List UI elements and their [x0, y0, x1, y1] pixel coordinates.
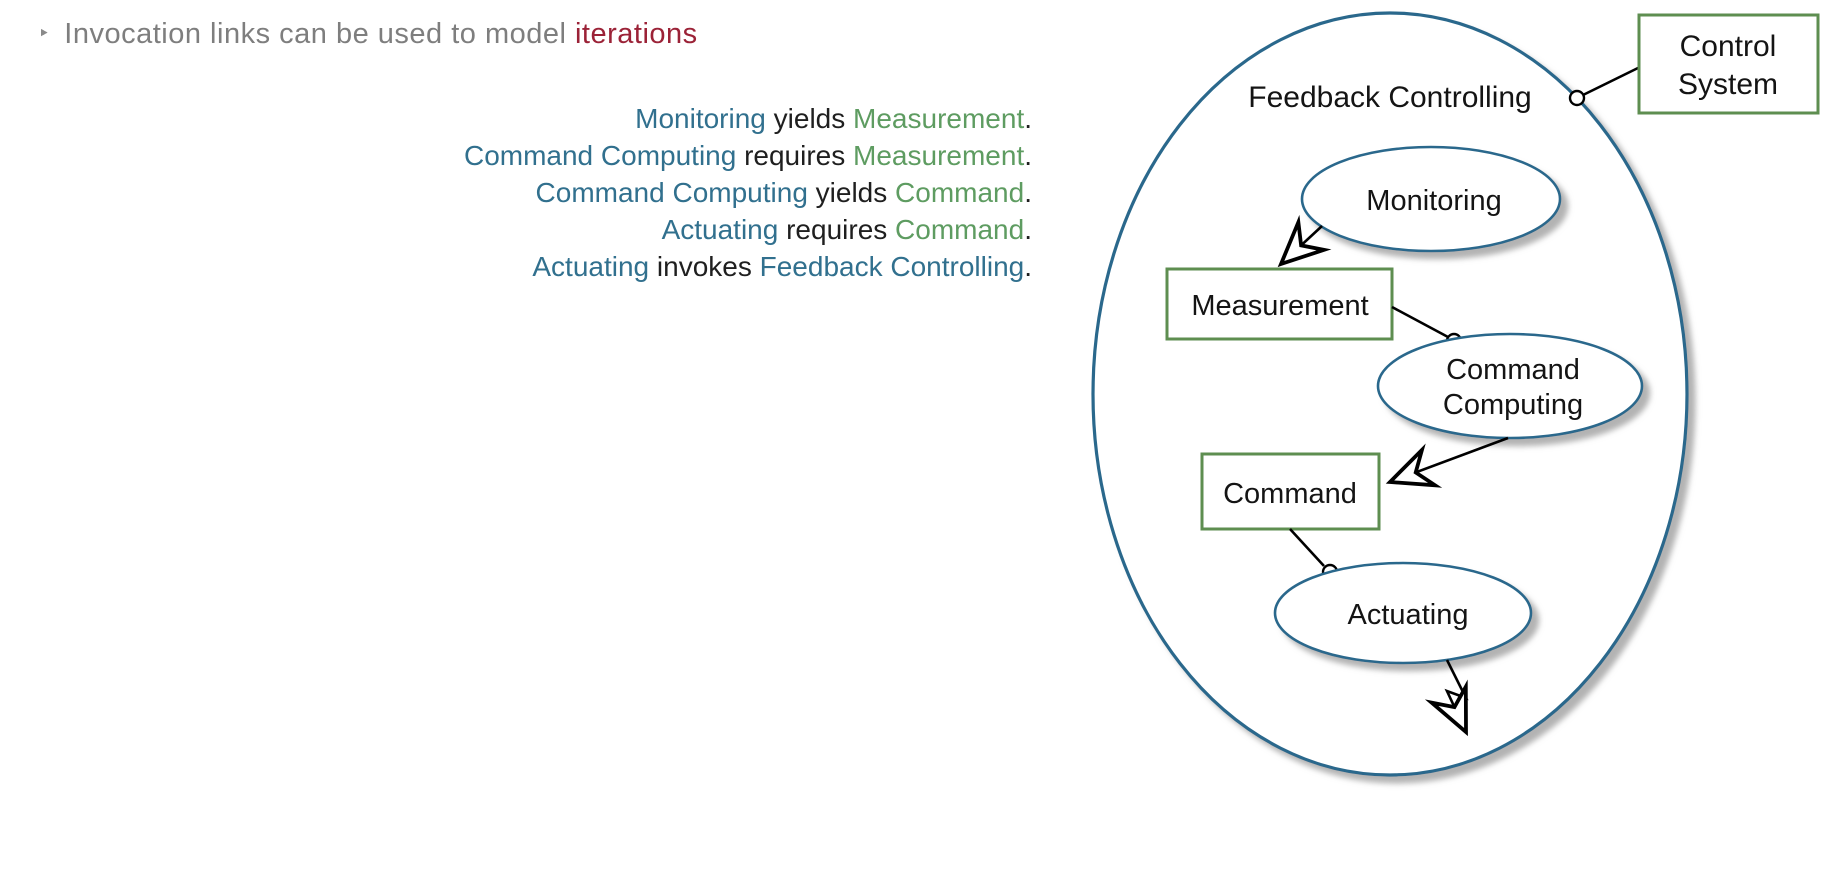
- statement-subject: Actuating: [532, 251, 650, 282]
- bullet-highlight: iterations: [574, 18, 698, 50]
- statement-period: .: [1024, 140, 1032, 171]
- statement-subject: Monitoring: [635, 103, 766, 134]
- bullet-triangle-icon: ‣: [38, 23, 51, 45]
- statement-object: Command: [895, 214, 1025, 245]
- statement-period: .: [1024, 177, 1032, 208]
- control-system-box: [1637, 13, 1820, 115]
- measurement-label: Measurement: [1191, 290, 1368, 322]
- statement-period: .: [1024, 214, 1032, 245]
- statement-subject: Command Computing: [463, 140, 737, 171]
- statement-subject: Actuating: [661, 214, 779, 245]
- statement-subject: Command Computing: [535, 177, 808, 208]
- command-computing-ellipse: [1376, 332, 1644, 440]
- command-computing-label-line2: Computing: [1443, 389, 1583, 421]
- requires-link-actuating-command: [1289, 528, 1325, 567]
- command-label: Command: [1223, 478, 1357, 510]
- statement-verb: requires: [736, 140, 854, 171]
- actuating-ellipse: [1273, 561, 1533, 665]
- statement-object: Feedback Controlling: [759, 251, 1025, 282]
- command-box: [1200, 452, 1381, 531]
- monitoring-label: Monitoring: [1366, 185, 1501, 217]
- control-system-label-line2: System: [1678, 68, 1778, 101]
- statement-verb: invokes: [649, 251, 760, 282]
- activity-label: Feedback Controlling: [1248, 81, 1532, 114]
- actuating-label: Actuating: [1348, 599, 1469, 631]
- invokes-link-actuating-feedbackcontrolling: [1424, 659, 1469, 737]
- statement-object: Measurement: [853, 140, 1025, 171]
- yields-link-commandcomputing-command: [1385, 436, 1509, 488]
- statement-period: .: [1024, 251, 1032, 282]
- measurement-box: [1165, 267, 1394, 341]
- command-computing-label-line1: Command: [1446, 354, 1580, 386]
- statement-object: Command: [895, 177, 1025, 208]
- statement-verb: requires: [778, 214, 896, 245]
- control-system-label-line1: Control: [1680, 30, 1777, 63]
- requires-link-commandcomputing-measurement: [1391, 305, 1449, 339]
- statement-line: Actuating requires Command.: [350, 211, 1032, 248]
- statement-block: Monitoring yields Measurement. Command C…: [350, 100, 1032, 285]
- statement-verb: yields: [807, 177, 896, 208]
- bullet-text: Invocation links can be used to model it…: [64, 18, 698, 50]
- invocation-link-control-system: [1582, 65, 1641, 97]
- slide-bullet-line: ‣ Invocation links can be used to model …: [38, 18, 698, 51]
- statement-verb: yields: [765, 103, 854, 134]
- statement-line: Actuating invokes Feedback Controlling.: [350, 248, 1032, 285]
- statement-line: Command Computing yields Command.: [350, 174, 1032, 211]
- monitoring-ellipse: [1300, 145, 1562, 253]
- statement-line: Monitoring yields Measurement.: [350, 100, 1032, 137]
- statement-period: .: [1024, 103, 1032, 134]
- statement-object: Measurement: [853, 103, 1025, 134]
- statement-line: Command Computing requires Measurement.: [350, 137, 1032, 174]
- yields-link-monitoring-measurement: [1277, 214, 1332, 268]
- invocation-port-circle: [1568, 89, 1586, 107]
